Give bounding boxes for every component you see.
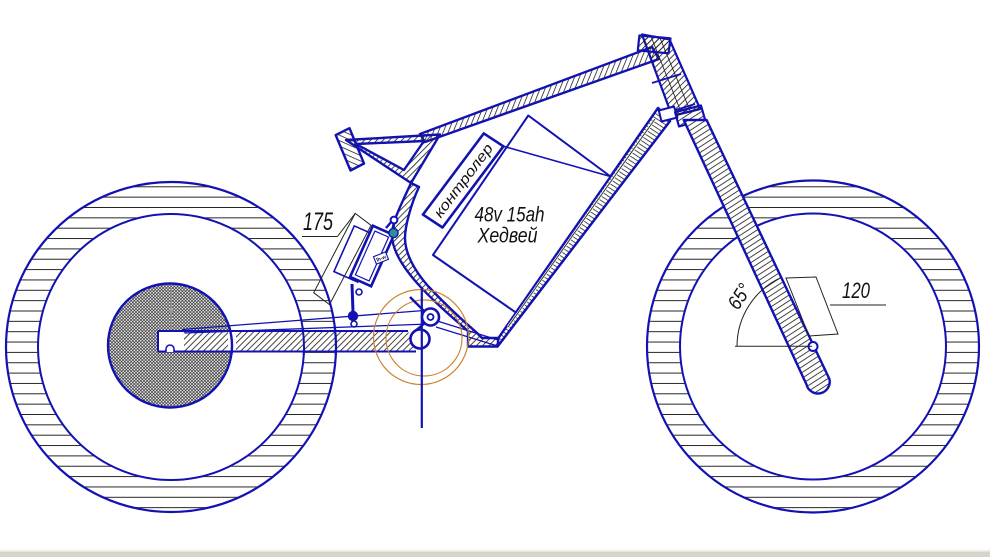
svg-text:Хедвей: Хедвей — [477, 225, 538, 248]
svg-text:175: 175 — [303, 208, 333, 236]
svg-text:48v 15ah: 48v 15ah — [475, 204, 545, 227]
svg-text:lh-w: lh-w — [376, 254, 388, 263]
svg-text:120: 120 — [842, 278, 871, 303]
